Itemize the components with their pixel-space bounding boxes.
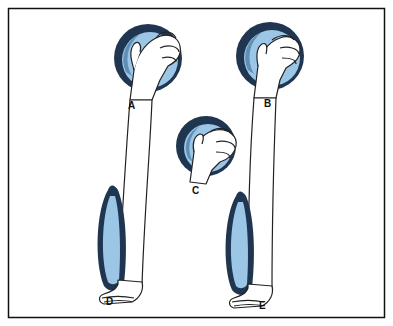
gripping-hand — [190, 128, 236, 184]
held-ball — [226, 192, 254, 296]
gripping-hand — [254, 36, 300, 99]
gripping-hand — [130, 32, 180, 100]
part-letter: E — [259, 300, 266, 312]
holding-hand — [230, 284, 273, 308]
part-letter: A — [128, 100, 135, 112]
frame — [9, 9, 385, 318]
held-ball — [98, 186, 126, 292]
part-letter: C — [192, 185, 199, 197]
part-letter: B — [264, 98, 271, 110]
part-letter: D — [106, 296, 113, 308]
holding-hand — [100, 280, 143, 304]
